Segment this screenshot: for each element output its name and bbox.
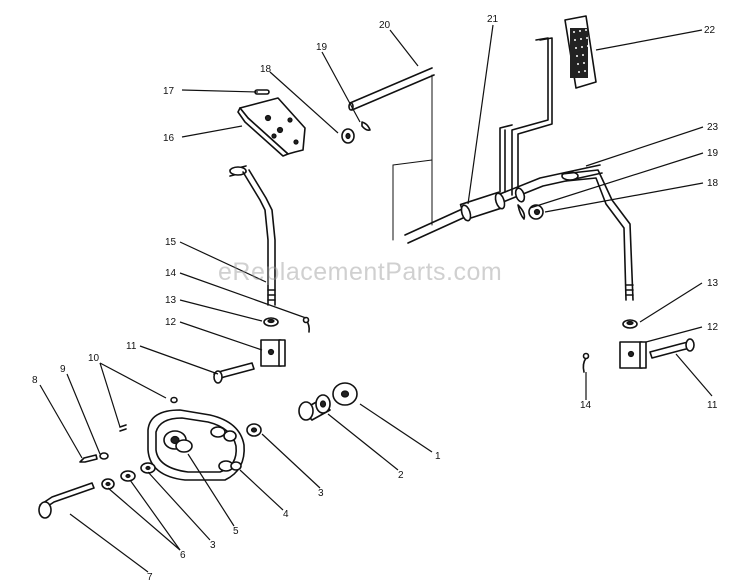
callout-9: 9 — [60, 364, 66, 375]
callout-23: 23 — [707, 122, 719, 133]
callout-2: 2 — [398, 470, 404, 481]
callout-17: 17 — [163, 86, 175, 97]
callout-13-right: 13 — [707, 278, 719, 289]
cotter-pin-left — [302, 316, 310, 333]
washer-stack-lower — [101, 462, 156, 490]
leader-lines — [39, 24, 713, 573]
callout-22: 22 — [704, 25, 716, 36]
lever-rod-right — [561, 169, 634, 301]
carriage-bolt-7 — [38, 482, 95, 519]
clevis-block-right — [619, 341, 647, 369]
callout-16: 16 — [163, 133, 175, 144]
hex-nut-right — [622, 319, 638, 329]
callout-20: 20 — [379, 20, 391, 31]
bracket-plate — [237, 97, 306, 157]
callout-18-right: 18 — [707, 178, 719, 189]
cam-housing — [147, 409, 245, 481]
washer-3-right — [246, 423, 262, 437]
washer-right — [528, 204, 544, 220]
washer-upper-left — [341, 128, 355, 144]
hairpin-clip-right — [517, 204, 526, 220]
clevis-pin-right — [649, 338, 695, 359]
hairpin-clip-upper-left — [361, 121, 371, 131]
callout-4: 4 — [283, 509, 289, 520]
callout-19-right: 19 — [707, 148, 719, 159]
hex-nut-left — [263, 317, 279, 327]
watermark: eReplacementParts.com — [218, 258, 503, 286]
callout-13-left: 13 — [165, 295, 177, 306]
callout-5: 5 — [233, 526, 239, 537]
cotter-pin-right — [582, 352, 590, 373]
callout-6: 6 — [180, 550, 186, 561]
callout-3-right: 3 — [318, 488, 324, 499]
roller-washer — [332, 382, 358, 406]
clevis-block-left — [260, 339, 286, 367]
callout-18-upper: 18 — [260, 64, 272, 75]
callout-12-right: 12 — [707, 322, 719, 333]
callout-11-left: 11 — [126, 341, 137, 352]
shoulder-bolt-upper — [119, 396, 178, 432]
lever-rod-left — [229, 165, 276, 306]
clevis-pin-left — [213, 362, 255, 384]
callout-3-lower: 3 — [210, 540, 216, 551]
small-bolt-8 — [79, 454, 98, 463]
callout-14-right: 14 — [580, 400, 592, 411]
callout-7: 7 — [147, 572, 153, 583]
lock-washer-9 — [99, 452, 109, 460]
rod-upper — [348, 67, 435, 111]
callout-15: 15 — [165, 237, 177, 248]
callout-8: 8 — [32, 375, 38, 386]
spacer-bushing — [298, 394, 331, 421]
callout-1: 1 — [435, 451, 441, 462]
callout-19-upper: 19 — [316, 42, 328, 53]
pedal-arm — [499, 37, 553, 196]
callout-14-left: 14 — [165, 268, 177, 279]
callout-12-left: 12 — [165, 317, 177, 328]
callout-21: 21 — [487, 14, 499, 25]
callout-11-right: 11 — [707, 400, 718, 411]
callout-10: 10 — [88, 353, 100, 364]
pedal-pad — [564, 15, 597, 89]
